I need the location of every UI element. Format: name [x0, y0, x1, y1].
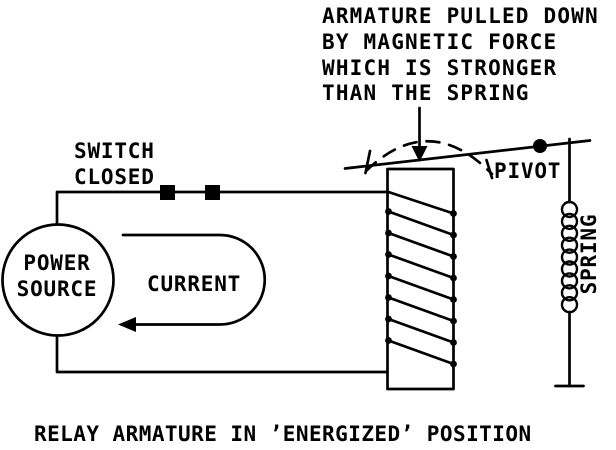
coil-wrap-dots [385, 208, 457, 368]
annotation-line-4: THAN THE SPRING [322, 81, 530, 105]
current-loop: CURRENT [118, 233, 267, 332]
coil-winding [387, 253, 455, 280]
pivot-label: PIVOT [494, 159, 561, 183]
coil-wrap-dot [450, 210, 457, 217]
coil-wrap-dot [385, 251, 392, 258]
coil-wrap-dot [385, 315, 392, 323]
coil-windings [387, 190, 455, 366]
coil-wrap-dot [450, 231, 457, 239]
coil-wrap-dot [450, 274, 457, 282]
caption: RELAY ARMATURE IN ’ENERGIZED’ POSITION [34, 422, 532, 446]
coil-wrap-dot [385, 229, 392, 237]
current-loop-path [121, 233, 267, 326]
swing-arc [364, 139, 494, 180]
armature: PIVOT [343, 139, 592, 183]
coil-winding [387, 190, 455, 215]
bottom-wire [55, 332, 390, 374]
switch-label-line-1: SWITCH [74, 139, 155, 163]
spring-assembly: SPRING [554, 137, 601, 388]
circuit-wires [55, 190, 390, 374]
coil-wrap-dot [450, 360, 457, 368]
coil-winding [387, 339, 455, 366]
coil-wrap-dot [450, 296, 457, 303]
switch-contact-left [160, 185, 175, 200]
swing-arc-right-tick [485, 158, 494, 180]
power-source: POWER SOURCE [1, 223, 115, 337]
switch: SWITCH CLOSED [74, 139, 220, 200]
coil-wrap-dot [385, 337, 392, 344]
annotation-line-1: ARMATURE PULLED DOWN [322, 4, 599, 28]
coil-wrap-dot [385, 272, 392, 280]
coil-winding [387, 210, 455, 237]
coil-wrap-dot [385, 294, 392, 301]
annotation-text-block: ARMATURE PULLED DOWN BY MAGNETIC FORCE W… [322, 4, 599, 105]
current-label: CURRENT [147, 272, 241, 296]
armature-bar [343, 139, 592, 170]
coil-wrap-dot [450, 339, 457, 346]
coil-wrap-dot [385, 208, 392, 215]
top-wire [55, 190, 390, 228]
spring-ring [560, 248, 579, 266]
force-arrow [411, 106, 428, 162]
swing-arc-left-tick [364, 149, 372, 175]
spring-label: SPRING [577, 214, 601, 295]
coil-wrap-dot [450, 253, 457, 260]
switch-contact-right [205, 185, 220, 200]
current-arrow-head-icon [118, 317, 136, 332]
power-source-circle [1, 223, 115, 337]
coil-winding [387, 296, 455, 323]
swing-arc-dashed-path [364, 139, 494, 176]
power-source-label-line-2: SOURCE [17, 277, 98, 301]
spring-coil-icon [560, 200, 579, 314]
annotation-line-3: WHICH IS STRONGER [322, 56, 557, 80]
power-source-label-line-1: POWER [23, 251, 90, 275]
spring-ring [560, 260, 579, 278]
spring-ring [560, 272, 579, 290]
coil-winding [387, 274, 455, 301]
annotation-line-2: BY MAGNETIC FORCE [322, 30, 557, 54]
spring-ring [560, 200, 579, 219]
pivot-dot [533, 139, 547, 153]
coil-winding [387, 231, 455, 258]
relay-coil [385, 167, 457, 391]
force-arrow-head-icon [411, 146, 428, 162]
spring-ring [560, 236, 579, 254]
coil-winding [387, 317, 455, 344]
spring-ring [560, 212, 579, 231]
coil-wrap-dot [450, 317, 457, 325]
spring-ring [560, 284, 579, 302]
spring-ring [560, 224, 579, 243]
switch-label-line-2: CLOSED [74, 165, 155, 189]
